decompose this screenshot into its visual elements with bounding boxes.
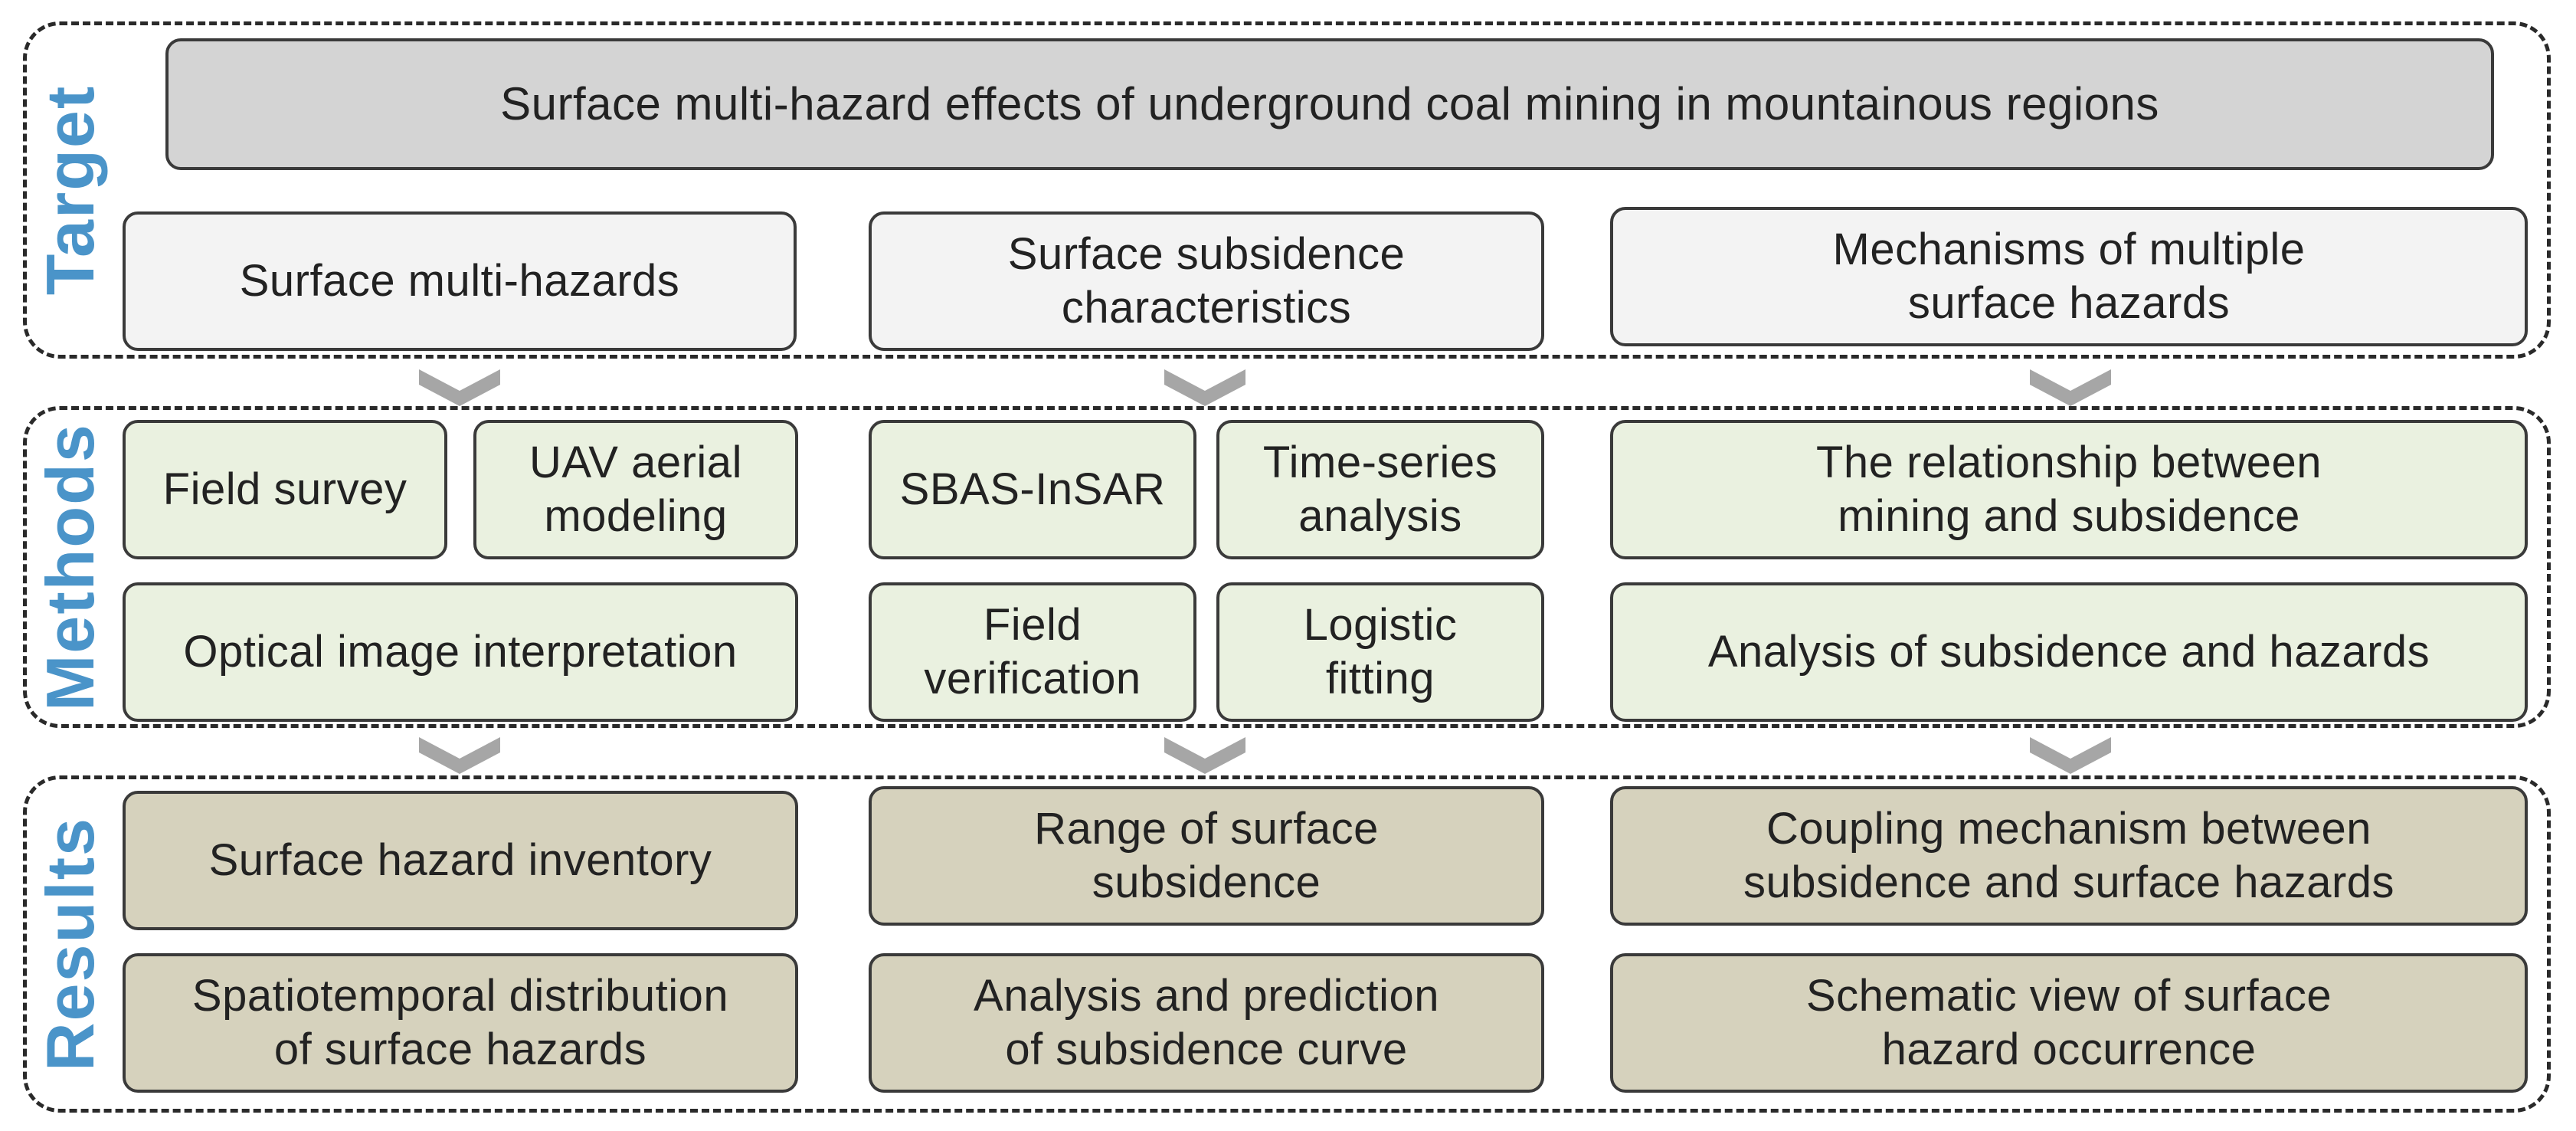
methods-section: [23, 406, 2551, 728]
arrow-down-icon: [419, 737, 500, 774]
result-spatiotemporal-distribution: Spatiotemporal distribution of surface h…: [123, 953, 798, 1093]
method-time-series-analysis: Time-series analysis: [1216, 420, 1544, 559]
methods-section-label: Methods: [32, 423, 108, 711]
method-mining-subsidence-relationship: The relationship between mining and subs…: [1610, 420, 2528, 559]
target-box-subsidence-characteristics: Surface subsidence characteristics: [869, 211, 1544, 351]
arrow-down-icon: [2030, 369, 2111, 406]
method-logistic-fitting: Logistic fitting: [1216, 582, 1544, 722]
arrow-down-icon: [2030, 737, 2111, 774]
target-box-mechanisms: Mechanisms of multiple surface hazards: [1610, 207, 2528, 346]
result-coupling-mechanism: Coupling mechanism between subsidence an…: [1610, 786, 2528, 926]
target-main-box: Surface multi-hazard effects of undergro…: [165, 38, 2494, 170]
target-section-label: Target: [32, 84, 108, 296]
result-surface-hazard-inventory: Surface hazard inventory: [123, 791, 798, 930]
target-main-text: Surface multi-hazard effects of undergro…: [500, 78, 2159, 129]
target-box-surface-multi-hazards: Surface multi-hazards: [123, 211, 797, 351]
result-range-of-subsidence: Range of surface subsidence: [869, 786, 1544, 926]
method-analysis-subsidence-hazards: Analysis of subsidence and hazards: [1610, 582, 2528, 722]
method-uav-aerial-modeling: UAV aerial modeling: [473, 420, 798, 559]
target-section: [23, 21, 2551, 359]
results-section: [23, 775, 2551, 1113]
arrow-down-icon: [1164, 369, 1245, 406]
arrow-down-icon: [1164, 737, 1245, 774]
arrow-down-icon: [419, 369, 500, 406]
results-section-label: Results: [32, 817, 108, 1071]
method-field-survey: Field survey: [123, 420, 447, 559]
method-optical-image-interpretation: Optical image interpretation: [123, 582, 798, 722]
result-subsidence-curve-prediction: Analysis and prediction of subsidence cu…: [869, 953, 1544, 1093]
method-field-verification: Field verification: [869, 582, 1196, 722]
result-schematic-view: Schematic view of surface hazard occurre…: [1610, 953, 2528, 1093]
method-sbas-insar: SBAS-InSAR: [869, 420, 1196, 559]
